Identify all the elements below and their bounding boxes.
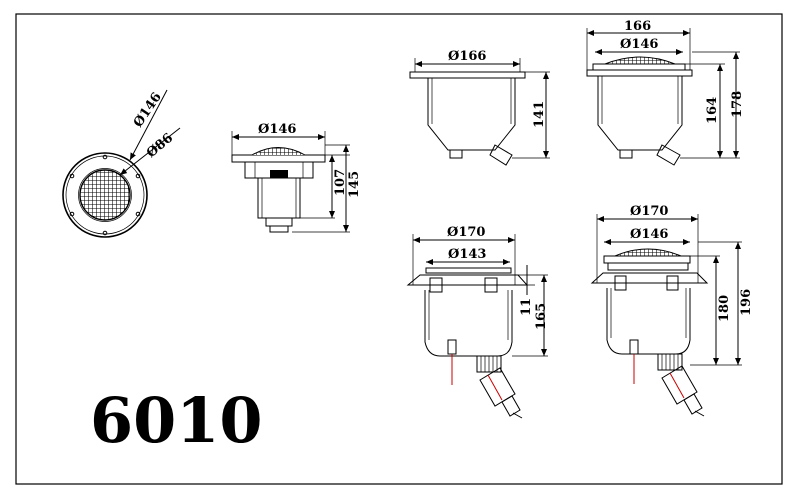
front-view: Ø146 Ø86 [62,89,181,238]
front-dia-outer-label: Ø146 [131,90,165,130]
lamp-bottom-dia-inner-label: Ø146 [630,227,668,242]
housing-top-dia-label: Ø166 [448,49,486,64]
side-small-h-inner-label: 107 [333,169,348,196]
housing-top-view: Ø166 141 [409,49,550,166]
lamp-top-dia-outer-label: 166 [624,19,651,34]
lamp-top-h-inner-label: 164 [705,97,720,124]
housing-bottom-view: Ø170 Ø143 11 165 [406,225,549,419]
lamp-bottom-dia-outer-label: Ø170 [630,204,668,219]
housing-bottom-h-small-label: 11 [519,298,534,316]
housing-lamp-top-view: 166 Ø146 164 178 [586,19,745,166]
side-small-dia-label: Ø146 [258,122,296,137]
housing-bottom-dia-outer-label: Ø170 [447,225,485,240]
lamp-bottom-h-outer-label: 196 [739,289,754,316]
housing-bottom-height-label: 165 [534,303,549,330]
sheet-border [15,13,783,485]
housing-lamp-bottom-view: Ø170 Ø146 180 196 [590,204,754,417]
lamp-top-h-outer-label: 178 [730,91,745,118]
housing-top-height-label: 141 [532,101,547,128]
housing-bottom-dia-inner-label: Ø143 [448,247,486,262]
side-small-h-outer-label: 145 [347,171,362,198]
model-number: 6010 [90,384,263,457]
side-view-small: Ø146 107 145 [231,122,362,233]
lamp-top-dia-inner-label: Ø146 [620,37,658,52]
lamp-bottom-h-inner-label: 180 [717,295,732,322]
